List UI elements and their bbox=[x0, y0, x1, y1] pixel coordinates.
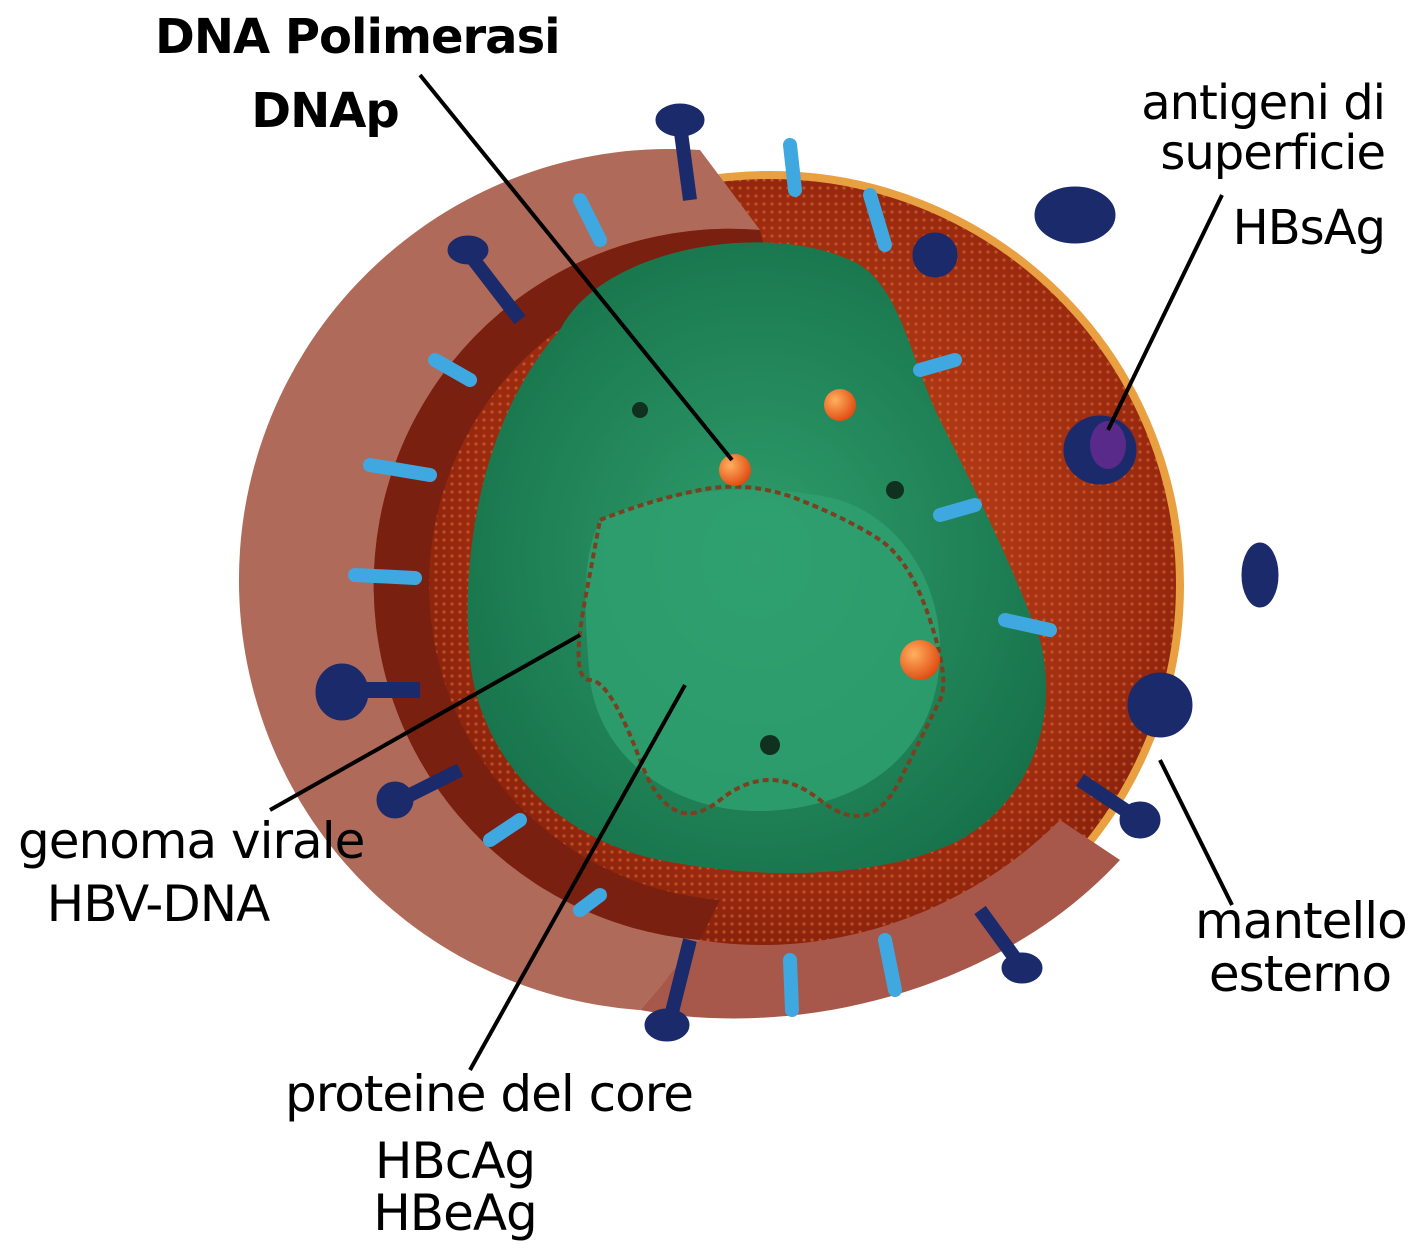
label-viral-genome: genoma virale HBV-DNA bbox=[18, 815, 348, 930]
label-dna-polymerase: DNA Polimerasi DNAp bbox=[155, 12, 515, 137]
label-dna-polymerase-line1: DNA Polimerasi bbox=[155, 12, 515, 62]
label-outer-mantle-line1: mantello bbox=[1195, 895, 1405, 948]
label-core-proteins-line1: proteine del core bbox=[285, 1068, 685, 1121]
label-core-proteins-line3: HBeAg bbox=[225, 1187, 685, 1240]
polymerase-ball bbox=[719, 454, 751, 486]
label-viral-genome-line1: genoma virale bbox=[18, 815, 348, 868]
label-surface-antigens: antigeni di superficie HBsAg bbox=[1130, 78, 1385, 253]
polymerase-ball bbox=[824, 389, 856, 421]
capsid-pore bbox=[886, 481, 904, 499]
label-core-proteins-line2: HBcAg bbox=[225, 1135, 685, 1188]
label-surface-antigens-line1: antigeni di bbox=[1130, 78, 1385, 128]
label-surface-antigens-line2: superficie bbox=[1130, 128, 1385, 178]
capsid-pore bbox=[632, 402, 648, 418]
label-outer-mantle: mantello esterno bbox=[1195, 895, 1405, 1000]
label-core-proteins: proteine del core HBcAg HBeAg bbox=[285, 1068, 685, 1240]
polymerase-ball bbox=[900, 640, 940, 680]
label-surface-antigens-line3: HBsAg bbox=[1130, 203, 1385, 253]
label-viral-genome-line2: HBV-DNA bbox=[0, 878, 348, 931]
label-dna-polymerase-line2: DNAp bbox=[135, 86, 515, 136]
capsid-pore bbox=[760, 735, 780, 755]
label-outer-mantle-line2: esterno bbox=[1195, 948, 1405, 1001]
